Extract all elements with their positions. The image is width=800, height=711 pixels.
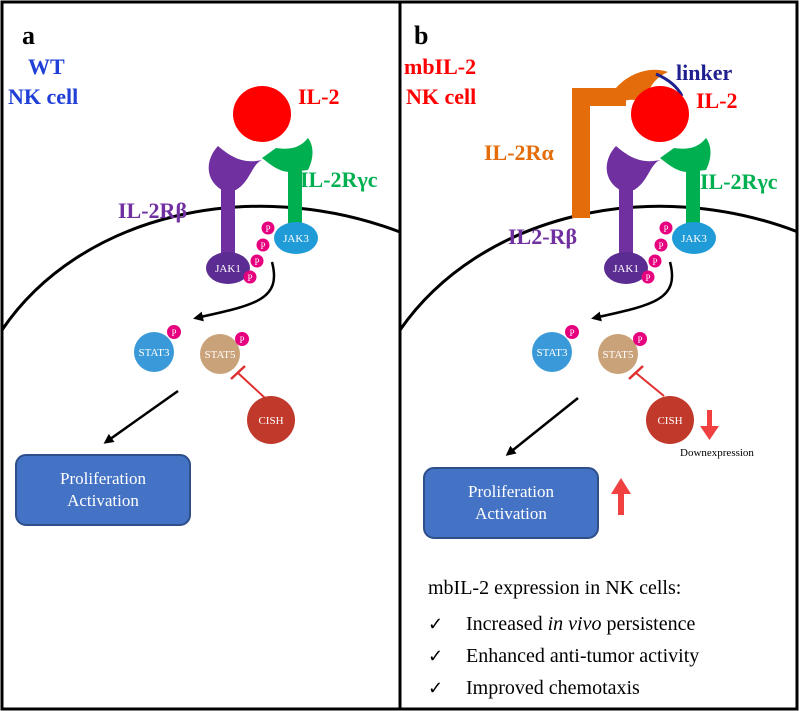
svg-text:P: P [658, 241, 663, 251]
il2-label-b: IL-2 [696, 88, 738, 113]
panel-a-label: a [22, 21, 35, 50]
cish-label-a: CISH [258, 415, 283, 427]
il2rb-receptor-b [606, 146, 660, 258]
il2rgc-label-b: IL-2Rγc [700, 169, 778, 194]
stat3-label-a: STAT3 [139, 347, 170, 359]
svg-text:P: P [254, 257, 259, 267]
panel-a: a WT NK cell IL-2 IL-2Rβ IL-2Rγc JAK1 JA… [0, 0, 402, 711]
panel-b-label: b [414, 21, 428, 50]
jak3-label-a: JAK3 [283, 233, 309, 245]
up-arrow-icon [611, 478, 631, 515]
jak1-label-b: JAK1 [613, 263, 639, 275]
cell-type-a-line2: NK cell [8, 84, 78, 109]
stat3-b [532, 332, 572, 372]
down-arrow-icon [700, 410, 719, 440]
cell-type-a-line1: WT [28, 54, 65, 79]
svg-text:P: P [569, 328, 574, 338]
stat5-a [200, 334, 240, 374]
panel-b: b mbIL-2 NK cell IL-2Rα linker IL-2 IL2-… [398, 0, 799, 711]
linker-label-b: linker [676, 60, 732, 85]
outcome-arrow-a [103, 389, 179, 444]
outcome-arrow-b [505, 397, 579, 456]
il2rgc-label-a: IL-2Rγc [300, 167, 378, 192]
il2rb-receptor-a [208, 146, 262, 258]
svg-text:P: P [663, 224, 668, 234]
phospho-cluster-b: P P P P [641, 221, 673, 284]
bullet-2: Enhanced anti-tumor activity [466, 645, 699, 667]
stat5-label-b: STAT5 [603, 349, 634, 361]
inhibition-line-a [237, 372, 266, 399]
inhibition-line-b [635, 372, 665, 397]
cish-a [247, 396, 295, 444]
il2-ligand-b [631, 86, 689, 142]
jak1-b [604, 252, 648, 284]
il2-label-a: IL-2 [298, 84, 340, 109]
signal-arrow-a [193, 261, 276, 322]
panel-b-frame [398, 0, 799, 711]
outcome-box-a [15, 454, 191, 526]
outcome-b-line2: Activation [475, 504, 547, 523]
stat3-label-b: STAT3 [537, 347, 568, 359]
il2ra-receptor-b [572, 69, 668, 218]
svg-text:P: P [247, 273, 252, 283]
il2rgc-receptor-a [262, 138, 313, 224]
linker-b [655, 72, 684, 97]
il2rgc-receptor-b [660, 138, 711, 224]
cell-type-b-line1: mbIL-2 [404, 54, 476, 79]
stat5-b [598, 334, 638, 374]
il2rb-label-b: IL2-Rβ [508, 224, 577, 249]
cish-b [646, 396, 694, 444]
outcome-b-line1: Proliferation [468, 482, 554, 501]
phospho-cluster-a: P P P P [243, 221, 275, 284]
outcome-a-line2: Activation [67, 491, 139, 510]
svg-text:P: P [260, 241, 265, 251]
cell-membrane-b [398, 204, 799, 331]
il2ra-label-b: IL-2Rα [484, 140, 554, 165]
cish-label-b: CISH [657, 415, 682, 427]
outcome-a-line1: Proliferation [60, 469, 146, 488]
jak1-a [206, 252, 250, 284]
jak1-label-a: JAK1 [215, 263, 241, 275]
bullet-1: Increased in vivo persistence [466, 613, 695, 635]
svg-text:P: P [171, 328, 176, 338]
cell-type-b-line2: NK cell [406, 84, 476, 109]
svg-text:P: P [637, 335, 642, 345]
signal-arrow-b [591, 261, 674, 322]
stat5-label-a: STAT5 [205, 349, 236, 361]
svg-text:P: P [652, 257, 657, 267]
jak3-label-b: JAK3 [681, 233, 707, 245]
svg-text:P: P [645, 273, 650, 283]
svg-text:P: P [239, 335, 244, 345]
cell-membrane-a [0, 204, 401, 331]
jak3-b [672, 222, 716, 254]
check-icon: ✓ [428, 646, 443, 666]
bullet-3: Improved chemotaxis [466, 677, 640, 699]
svg-text:P: P [265, 224, 270, 234]
stat3-a [134, 332, 174, 372]
jak3-a [274, 222, 318, 254]
check-icon: ✓ [428, 678, 443, 698]
il2rb-label-a: IL-2Rβ [118, 198, 187, 223]
summary-title: mbIL-2 expression in NK cells: [428, 577, 681, 599]
check-icon: ✓ [428, 614, 443, 634]
il2-ligand-a [233, 86, 291, 142]
downexpression-label: Downexpression [680, 447, 754, 459]
outcome-box-b [423, 467, 599, 539]
